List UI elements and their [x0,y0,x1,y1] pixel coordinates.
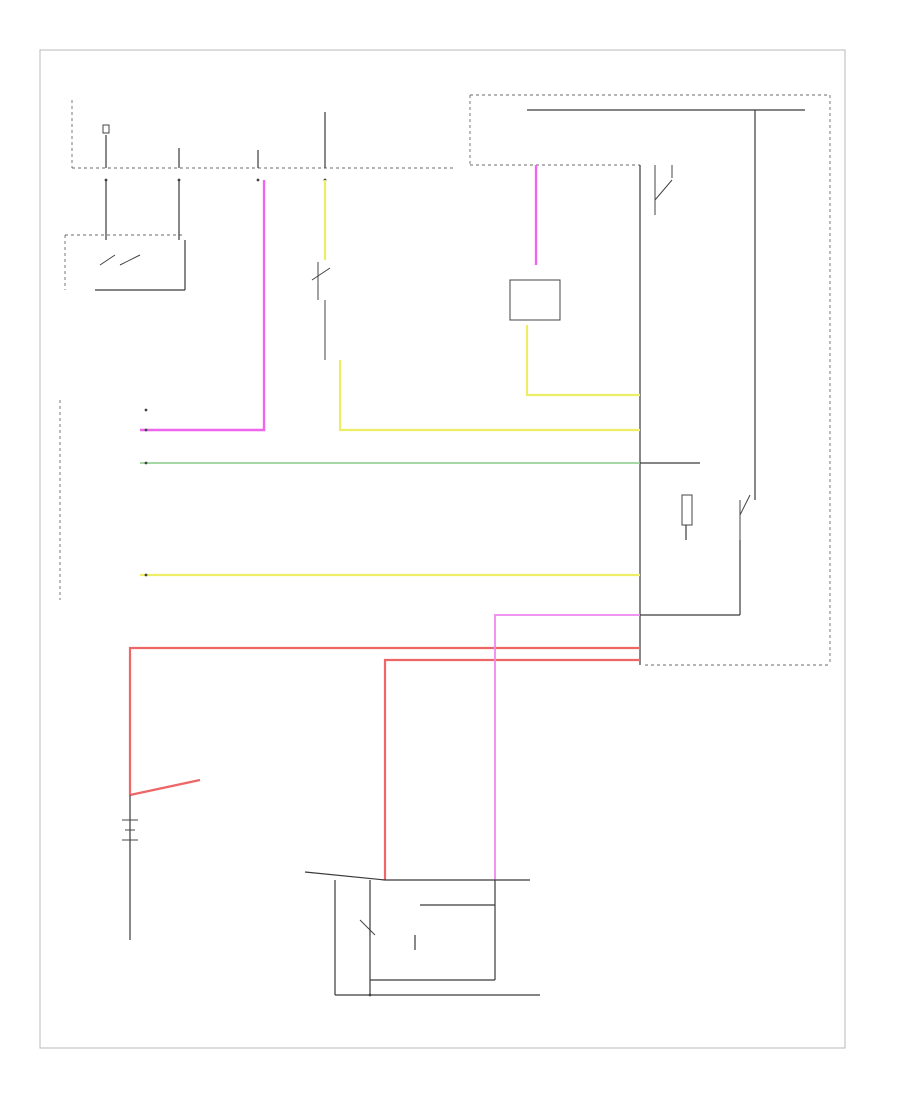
fuse-block-left [71,100,455,182]
wire-yellow-clutch [323,180,640,432]
wire-yellow-transmission [525,325,640,397]
wire-pink-ecm [140,180,266,432]
body-control-box [469,94,831,666]
page-frame [39,49,846,1049]
ignition-switch [64,180,186,291]
starter [304,871,540,997]
wire-red-starter-feed [128,646,640,795]
ecm-connector [59,400,148,600]
wire-red-starter-cable [383,658,640,880]
battery [122,795,138,940]
wire-red-battery [129,778,201,797]
wire-pink-starter [494,614,640,880]
